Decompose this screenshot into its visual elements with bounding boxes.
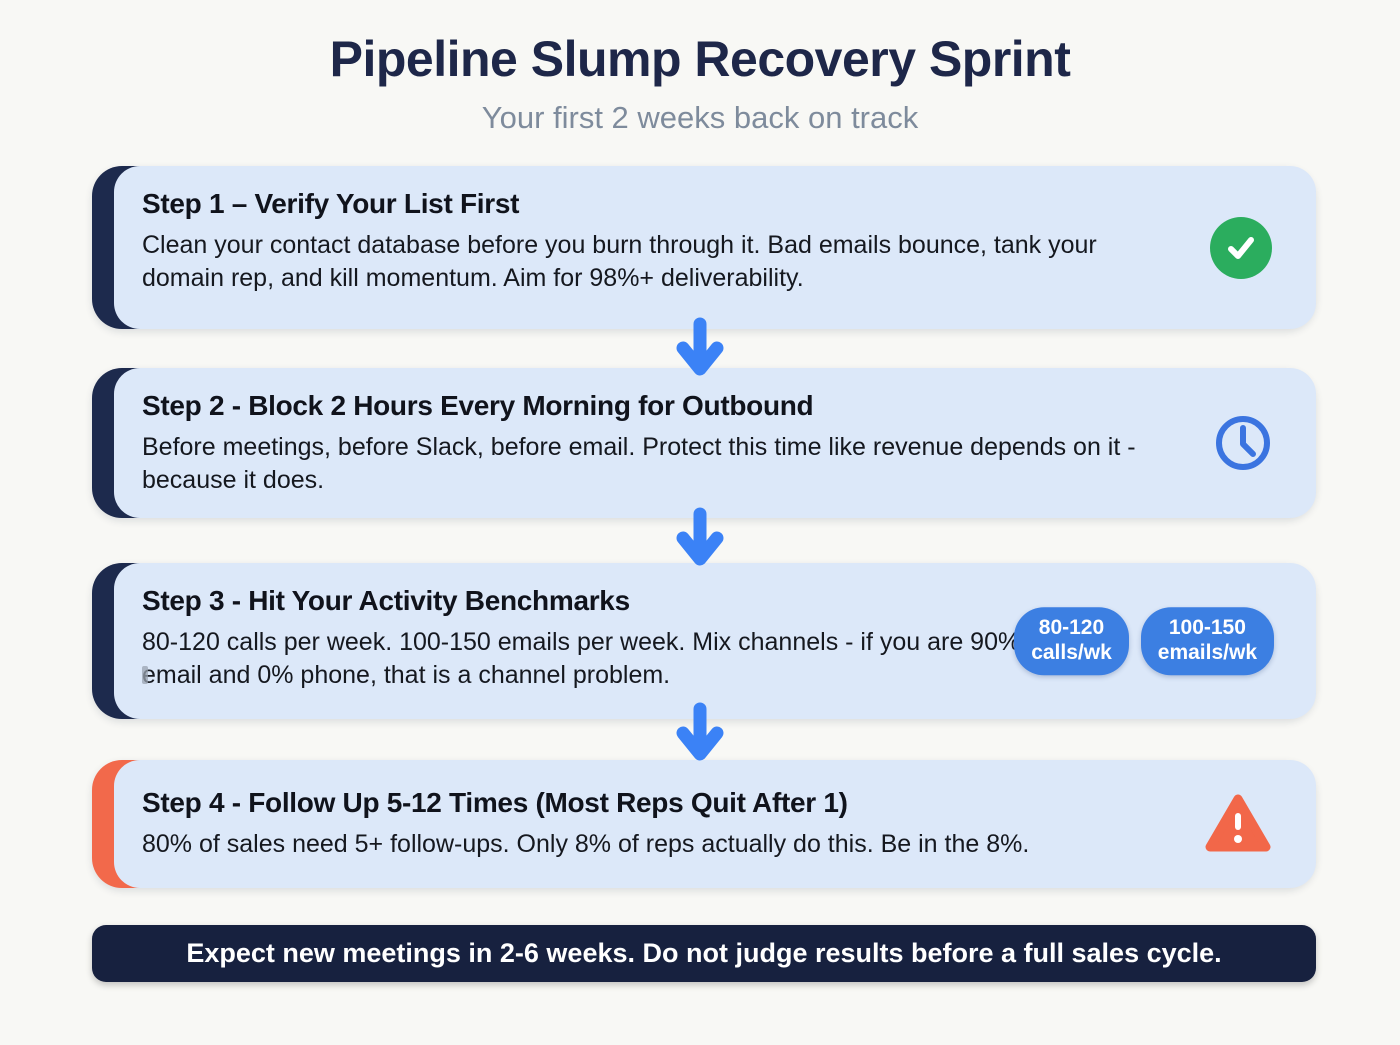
step-1-title: Step 1 – Verify Your List First	[142, 188, 520, 219]
benchmark-badges: 80-120 calls/wk 100-150 emails/wk	[1014, 607, 1274, 675]
step-4-title: Step 4 - Follow Up 5-12 Times (Most Reps…	[142, 787, 848, 818]
step-1-panel: Step 1 – Verify Your List First Clean yo…	[114, 166, 1316, 329]
footer-note-banner: Expect new meetings in 2-6 weeks. Do not…	[92, 925, 1316, 982]
badge-unit: emails/wk	[1157, 641, 1257, 664]
step-card-3: Step 3 - Hit Your Activity Benchmarks 80…	[92, 563, 1316, 719]
step-2-body: Before meetings, before Slack, before em…	[142, 433, 1136, 495]
stray-mark	[142, 666, 148, 684]
clock-icon	[1214, 414, 1272, 472]
badge-unit: calls/wk	[1031, 641, 1112, 664]
step-4-panel: Step 4 - Follow Up 5-12 Times (Most Reps…	[114, 760, 1316, 888]
page-subtitle: Your first 2 weeks back on track	[481, 100, 919, 135]
step-2-panel: Step 2 - Block 2 Hours Every Morning for…	[114, 368, 1316, 518]
step-2-title: Step 2 - Block 2 Hours Every Morning for…	[142, 390, 814, 421]
check-circle-icon	[1210, 216, 1272, 279]
warning-icon	[1204, 793, 1272, 855]
footer-note-text: Expect new meetings in 2-6 weeks. Do not…	[186, 938, 1222, 968]
badge-range: 100-150	[1168, 616, 1246, 640]
page-title: Pipeline Slump Recovery Sprint	[329, 31, 1071, 87]
down-arrow-icon	[670, 317, 730, 383]
down-arrow-icon	[670, 702, 730, 768]
step-card-4: Step 4 - Follow Up 5-12 Times (Most Reps…	[92, 760, 1316, 888]
down-arrow-icon	[670, 507, 730, 573]
step-4-body: 80% of sales need 5+ follow-ups. Only 8%…	[142, 830, 1030, 858]
step-card-2: Step 2 - Block 2 Hours Every Morning for…	[92, 368, 1316, 518]
step-3-panel: Step 3 - Hit Your Activity Benchmarks 80…	[114, 563, 1316, 719]
step-card-1: Step 1 – Verify Your List First Clean yo…	[92, 166, 1316, 329]
step-1-body: Clean your contact database before you b…	[142, 231, 1097, 293]
step-3-body: 80-120 calls per week. 100-150 emails pe…	[142, 628, 1021, 690]
badge-range: 80-120	[1038, 616, 1105, 640]
emails-per-week-badge: 100-150 emails/wk	[1140, 607, 1274, 675]
step-3-title: Step 3 - Hit Your Activity Benchmarks	[142, 585, 630, 616]
calls-per-week-badge: 80-120 calls/wk	[1014, 607, 1129, 675]
